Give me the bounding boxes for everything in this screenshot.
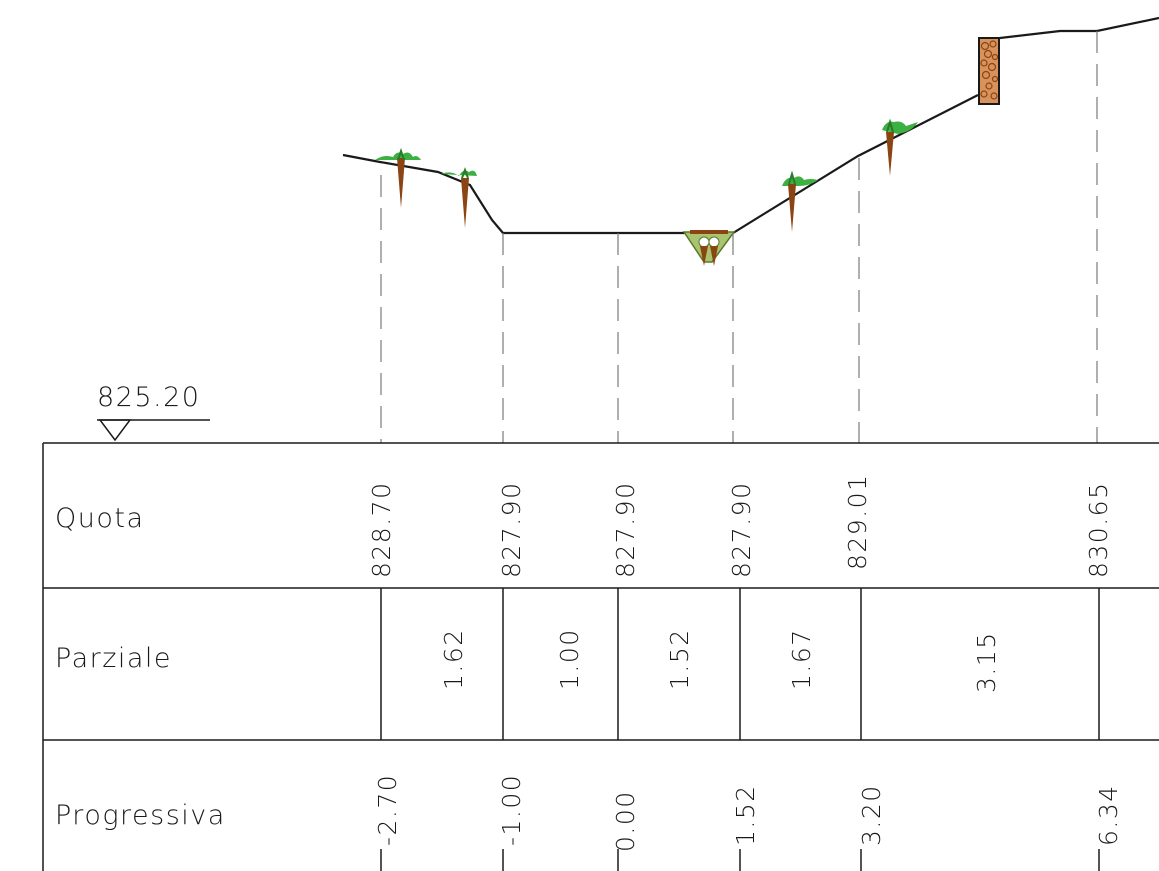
quota-value: 827.90: [497, 482, 526, 578]
parziale-value: 1.67: [787, 628, 816, 690]
gabion-wall: [978, 37, 1000, 105]
quota-value: 828.70: [367, 482, 396, 578]
vegetation-plug: [882, 118, 918, 176]
datum-elevation: 825.20: [97, 382, 200, 413]
parziale-value: 3.15: [972, 631, 1001, 693]
drainage-channel: [682, 230, 736, 266]
terrain-profile-right: [999, 16, 1159, 40]
progressiva-value: 6.34: [1094, 784, 1123, 846]
parziale-value: 1.62: [439, 628, 468, 690]
quota-value: 827.90: [611, 482, 640, 578]
vegetation-plug: [375, 147, 421, 208]
progressiva-value: 3.20: [857, 784, 886, 846]
quota-value: 830.65: [1084, 482, 1113, 578]
quota-value: 827.90: [727, 482, 756, 578]
parziale-value: 1.00: [555, 628, 584, 690]
vegetation-plug: [441, 167, 477, 228]
row-label-parziale: Parziale: [55, 643, 172, 674]
row-label-quota: Quota: [55, 503, 145, 534]
quota-value: 829.01: [843, 474, 872, 570]
row-label-progressiva: Progressiva: [55, 800, 226, 831]
terrain-profile-left: [342, 94, 979, 235]
progressiva-value: 1.52: [731, 784, 760, 846]
progressiva-value: 0.00: [611, 790, 640, 852]
station-guides: [380, 31, 1098, 443]
parziale-value: 1.52: [665, 628, 694, 690]
datum-marker: 825.20: [97, 382, 210, 442]
vegetation-plug: [782, 170, 818, 232]
progressiva-value: -2.70: [373, 774, 402, 846]
profile-table: [42, 442, 1159, 871]
progressiva-value: -1.00: [497, 774, 526, 846]
